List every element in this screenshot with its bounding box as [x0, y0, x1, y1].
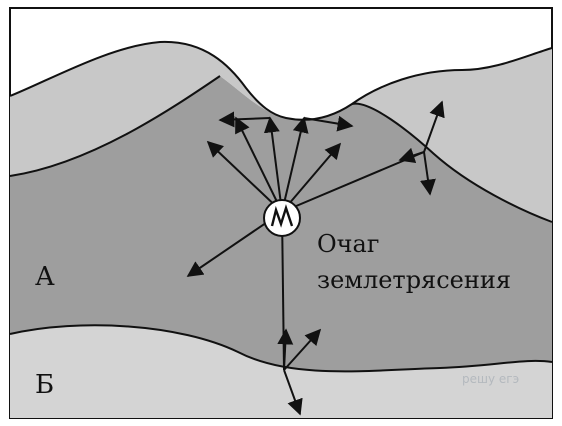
surface-arrow-left: [218, 111, 271, 128]
layer-a-label: А: [35, 262, 55, 292]
refracted-ray-down: [420, 151, 436, 196]
ground-surface: [9, 40, 553, 121]
reflected-ray-up-right: [283, 328, 322, 371]
ray-up-left-far: [206, 140, 283, 213]
ray-up-right: [281, 142, 342, 213]
upper-layer-right: [352, 48, 552, 222]
reflected-ray-left: [398, 147, 425, 164]
boundary-lower: [9, 324, 553, 373]
surface-arrow-right: [303, 115, 354, 132]
layer-b-label: Б: [35, 370, 55, 400]
refracted-ray-down-b: [283, 369, 303, 416]
focus-label: Очаг землетрясения: [317, 226, 511, 298]
upper-layer-left: [10, 41, 286, 176]
refraction-right: [398, 100, 445, 196]
boundary-upper-right: [351, 102, 553, 223]
watermark: решу егэ: [462, 372, 520, 386]
focus-label-line-2: землетрясения: [317, 266, 511, 294]
ray-up-center-left: [263, 116, 283, 213]
layer-b: [10, 325, 552, 418]
surface-wave-arrows: [218, 111, 354, 132]
focus-label-line-1: Очаг: [317, 230, 380, 258]
refraction-lower: [277, 328, 322, 416]
seismic-wave-icon: [270, 204, 294, 228]
refracted-ray-up-right: [423, 100, 445, 153]
boundary-upper-left: [9, 75, 221, 177]
earthquake-focus: [263, 199, 301, 237]
reflected-ray-up: [277, 328, 294, 371]
ray-up-center-right: [281, 116, 309, 213]
ray-up-left: [235, 116, 283, 213]
